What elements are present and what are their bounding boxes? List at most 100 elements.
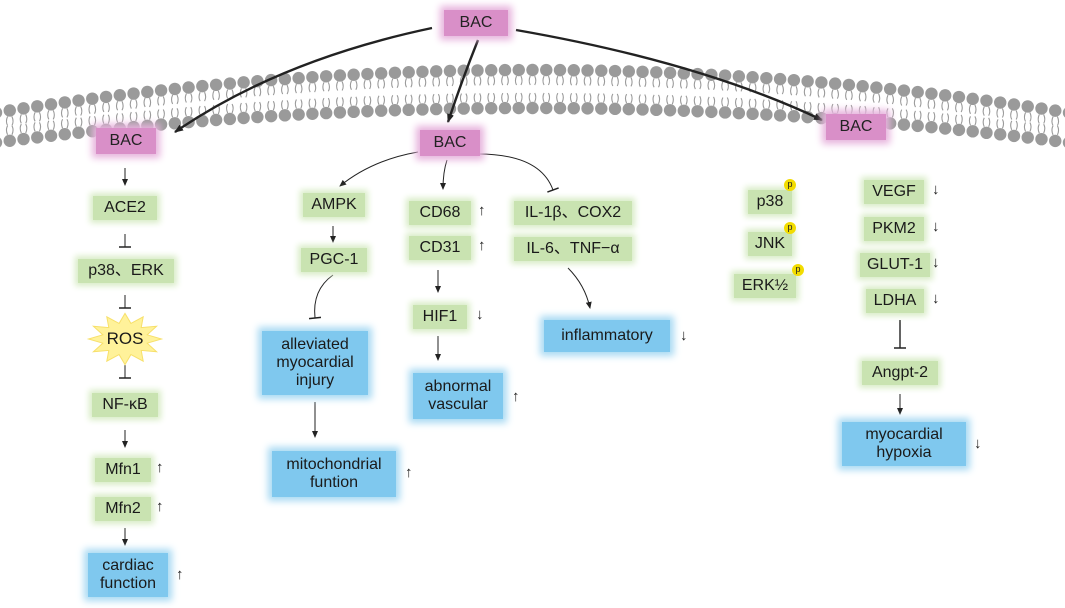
lipid-head: [209, 78, 223, 92]
lipid-tail: [597, 76, 600, 86]
lipid-tail: [382, 95, 386, 105]
inflammatory-box: inflammatory: [544, 320, 670, 352]
lipid-tail: [506, 75, 509, 86]
vegf-down-arrow: ↓: [932, 181, 940, 198]
lipid-tail: [322, 82, 325, 92]
lipid-head: [1021, 100, 1034, 113]
mito-up-arrow: ↑: [405, 464, 413, 481]
lipid-tail: [1043, 123, 1046, 134]
lipid-tail: [754, 98, 757, 109]
lipid-head: [430, 102, 443, 116]
lipid-tail: [52, 120, 55, 131]
lipid-tail: [281, 84, 284, 95]
lipid-tail: [721, 81, 724, 91]
jnk-box: JNK: [748, 232, 792, 256]
lipid-head: [264, 109, 278, 123]
lipid-head: [443, 64, 457, 78]
lipid-tail: [473, 76, 476, 86]
lipid-tail: [941, 101, 944, 111]
lipid-tail: [726, 97, 729, 107]
lipid-tail: [905, 96, 908, 106]
lipid-tail: [170, 108, 174, 118]
lipid-tail: [974, 116, 977, 126]
lipid-head: [223, 112, 237, 126]
lipid-tail: [25, 114, 28, 124]
lipid-head: [636, 65, 649, 79]
lipid-tail: [170, 94, 174, 105]
lipid-head: [86, 125, 99, 138]
lipid-head: [663, 66, 677, 80]
lipid-tail: [713, 80, 716, 91]
lipid-tail: [913, 97, 916, 108]
lipid-head: [58, 128, 71, 141]
lipid-tail: [542, 75, 545, 86]
lipid-head: [1049, 104, 1062, 117]
lipid-tail: [528, 92, 531, 103]
lipid-tail: [451, 76, 454, 87]
lipid-tail: [611, 76, 614, 87]
arrow-root-to-right: [515, 28, 823, 122]
lipid-tail: [534, 92, 537, 103]
lipid-head: [540, 101, 553, 115]
lipid-tail: [157, 96, 160, 106]
lipid-tail: [52, 110, 55, 120]
lipid-tail: [679, 79, 683, 89]
lipid-tail: [404, 94, 408, 105]
lipid-tail: [198, 105, 201, 116]
lipid-head: [251, 110, 264, 124]
lipid-tail: [143, 97, 146, 108]
lipid-tail: [300, 99, 303, 109]
lipid-tail: [129, 99, 132, 109]
lipid-head: [498, 101, 512, 115]
lipid-tail: [410, 94, 413, 105]
lipid-tail: [616, 93, 619, 104]
lipid-tail: [149, 110, 152, 120]
lipid-head: [402, 103, 415, 117]
lipid-head: [1062, 108, 1065, 118]
mfn1-box: Mfn1: [95, 458, 151, 482]
lipid-head: [113, 89, 127, 102]
pkm2-box: PKM2: [864, 217, 924, 241]
lipid-head: [952, 123, 966, 137]
lipid-head: [512, 101, 525, 115]
bac-root: BAC: [444, 10, 508, 36]
lipid-tail: [363, 95, 366, 106]
lipid-head: [746, 71, 759, 84]
lipid-tail: [768, 99, 771, 109]
lipid-tail: [988, 117, 991, 128]
lipid-tail: [1023, 112, 1027, 122]
lipid-tail: [459, 93, 463, 103]
lipid-tail: [102, 114, 105, 125]
lipid-tail: [748, 83, 751, 93]
lipid-tail: [149, 97, 152, 108]
lipid-tail: [336, 81, 339, 91]
lipid-head: [1035, 102, 1048, 115]
lipid-head: [347, 105, 360, 119]
lipid-head: [608, 64, 622, 78]
lipid-tail: [919, 97, 922, 108]
lipid-tail: [115, 100, 119, 111]
lipid-tail: [33, 112, 36, 122]
lipid-head: [980, 94, 993, 107]
lipid-tail: [418, 94, 421, 104]
lipid-tail: [569, 76, 573, 86]
lipid-tail: [740, 97, 743, 108]
lipid-tail: [638, 77, 641, 88]
lipid-tail: [905, 109, 908, 119]
jnk-phospho-badge: p: [784, 222, 796, 234]
lipid-head: [994, 96, 1007, 109]
lipid-head: [154, 118, 168, 131]
lipid-tail: [1043, 114, 1046, 124]
lipid-tail: [382, 79, 386, 89]
lipid-head: [430, 65, 443, 78]
lipid-tail: [212, 90, 215, 101]
lipid-tail: [88, 115, 91, 126]
lipid-head: [581, 102, 594, 115]
erk12-box: ERK½: [734, 274, 796, 298]
lipid-head: [815, 76, 828, 89]
lipid-tail: [644, 77, 647, 88]
lipid-head: [966, 92, 979, 106]
lipid-head: [718, 106, 732, 119]
lipid-head: [319, 70, 333, 83]
lipid-tail: [1037, 114, 1040, 124]
